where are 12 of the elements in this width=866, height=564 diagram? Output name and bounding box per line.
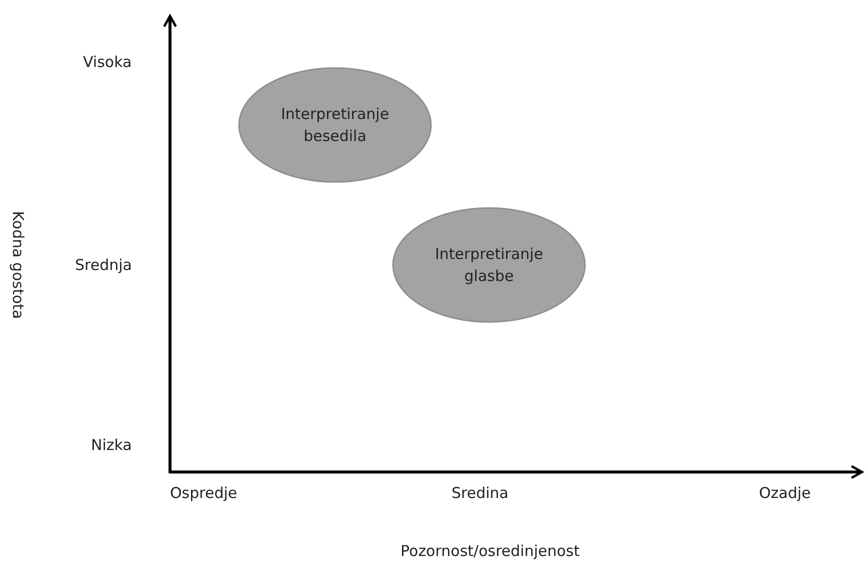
axis-tick-label: Sredina [452, 484, 508, 502]
axis-tick-label: Ozadje [759, 484, 811, 502]
node-label: Interpretiranje glasbe [434, 244, 544, 287]
node-label: Interpretiranje besedila [280, 104, 390, 147]
axis-title: Kodna gostota [8, 211, 27, 319]
ellipse-node [392, 207, 586, 323]
axis-title: Pozornost/osredinjenost [400, 542, 580, 560]
axis-tick-label: Ospredje [170, 484, 238, 502]
axis-tick-label: Srednja [75, 256, 132, 274]
ellipse-node [238, 67, 432, 183]
axis-tick-label: Nizka [91, 436, 132, 454]
axis-tick-label: Visoka [83, 53, 132, 71]
